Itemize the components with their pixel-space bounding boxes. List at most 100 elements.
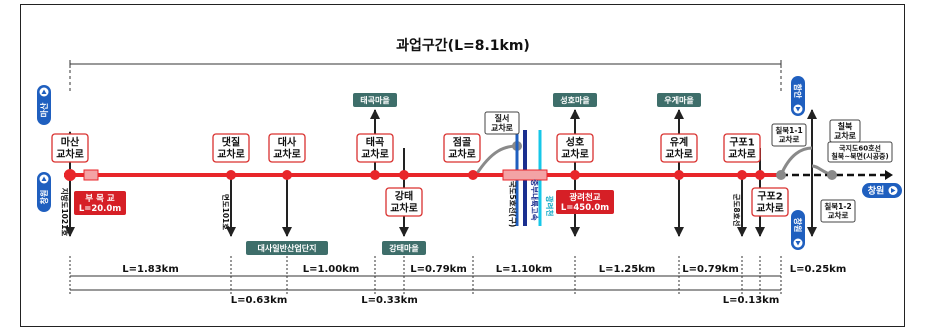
road-name-jungbu: 중부내륙고속 [530, 179, 540, 220]
svg-text:칠북1-1: 칠북1-1 [775, 125, 802, 135]
road-name-r8: 군도8호선 [732, 194, 742, 227]
node-yugye [674, 170, 684, 180]
road-name-gwangryeo: 광려천 [545, 196, 555, 217]
segment-top-label: L=1.83km [122, 264, 179, 275]
svg-text:교차로: 교차로 [828, 210, 849, 220]
node-daesa [282, 170, 292, 180]
node-end [776, 170, 786, 180]
road-name-r1011: 면도101호 [221, 194, 231, 230]
node-gangtae [399, 170, 409, 180]
village-daesa: 대사일반산업단지 [246, 241, 328, 255]
segment-top-label: L=1.10km [496, 264, 553, 275]
svg-text:교차로: 교차로 [665, 148, 693, 161]
svg-text:대사: 대사 [278, 136, 297, 149]
node-masan [64, 169, 76, 181]
segment-bottom-label: L=0.33km [361, 295, 418, 306]
svg-text:교차로: 교차로 [491, 123, 514, 133]
svg-text:교차로: 교차로 [56, 148, 84, 161]
gwangryeo-bridge-mark [502, 169, 548, 181]
node-taegok [370, 170, 380, 180]
svg-text:L=20.0m: L=20.0m [79, 204, 122, 214]
village-ugye: 우게마을 [657, 93, 701, 107]
svg-text:태곡: 태곡 [366, 136, 384, 149]
node-gupo2 [755, 170, 765, 180]
village-seongho: 성호마을 [553, 93, 597, 107]
svg-text:창원: 창원 [868, 185, 885, 197]
overall-span [69, 60, 782, 92]
node-daetjil [226, 170, 236, 180]
svg-text:점골: 점골 [453, 137, 471, 149]
diagram-frame [20, 4, 905, 327]
segment-top-label: L=1.00km [303, 264, 360, 275]
segment-top-label: L=0.79km [410, 264, 467, 275]
segment-top-label: L=1.25km [599, 264, 656, 275]
svg-text:교차로: 교차로 [756, 202, 784, 215]
svg-text:광려천교: 광려천교 [569, 192, 600, 203]
direction-right_side: 창원 [862, 183, 902, 198]
svg-text:교차로: 교차로 [728, 148, 756, 161]
svg-text:강태마을: 강태마을 [389, 243, 419, 253]
segment-bottom-label: L=0.63km [231, 295, 288, 306]
svg-text:함안: 함안 [793, 84, 803, 99]
node-gupo1 [737, 170, 747, 180]
svg-text:마산: 마산 [61, 136, 80, 149]
svg-text:칠북~북면(시공중): 칠북~북면(시공중) [831, 152, 888, 161]
svg-text:창원: 창원 [39, 190, 49, 205]
svg-text:칠북: 칠북 [838, 121, 853, 131]
node-jeomgol [468, 170, 478, 180]
segment-top-label: L=0.79km [682, 264, 739, 275]
svg-text:교차로: 교차로 [561, 148, 589, 161]
direction-right_top: 함안 [791, 76, 805, 116]
svg-text:교차로: 교차로 [361, 148, 389, 161]
svg-text:우게마을: 우게마을 [664, 95, 694, 105]
village-taegok: 태곡마을 [353, 93, 397, 107]
svg-text:성호마을: 성호마을 [560, 95, 590, 105]
svg-text:교차로: 교차로 [779, 134, 800, 144]
ramp-chilbuk [779, 146, 813, 176]
direction-left_top: 마산 [37, 85, 51, 125]
svg-text:마산: 마산 [39, 102, 49, 117]
svg-text:교차로: 교차로 [217, 148, 245, 161]
svg-text:질서: 질서 [495, 113, 510, 123]
svg-text:국지도60호선: 국지도60호선 [839, 143, 881, 152]
svg-text:대사일반산업단지: 대사일반산업단지 [258, 243, 317, 253]
svg-text:L=450.0m: L=450.0m [561, 203, 609, 213]
svg-text:유계: 유계 [670, 136, 688, 149]
node-chilbuk1-2 [827, 170, 837, 180]
road-name-r1021: 지방도1021호 [60, 188, 70, 237]
svg-text:부 목 교: 부 목 교 [85, 194, 115, 204]
direction-right_bottom: 창원 [791, 210, 805, 250]
svg-text:강태: 강태 [395, 190, 413, 203]
svg-text:구포2: 구포2 [757, 191, 782, 203]
svg-text:성호: 성호 [566, 136, 584, 149]
svg-text:칠북1-2: 칠북1-2 [824, 201, 851, 211]
segment-bottom-label: L=0.13km [723, 295, 780, 306]
direction-left_bottom: 창원 [37, 172, 51, 212]
svg-text:태곡마을: 태곡마을 [360, 95, 390, 105]
svg-text:댓질: 댓질 [222, 136, 240, 149]
svg-text:교차로: 교차로 [448, 148, 476, 161]
project-title: 과업구간(L=8.1km) [396, 37, 530, 54]
svg-text:창원: 창원 [793, 218, 803, 233]
village-gangtae: 강태마을 [382, 241, 426, 255]
svg-text:교차로: 교차로 [834, 131, 857, 141]
bridge-bumok: 부 목 교L=20.0m [74, 191, 126, 215]
svg-text:구포1: 구포1 [729, 137, 754, 149]
node-seongho [570, 170, 580, 180]
segment-top-label: L=0.25km [790, 264, 847, 275]
